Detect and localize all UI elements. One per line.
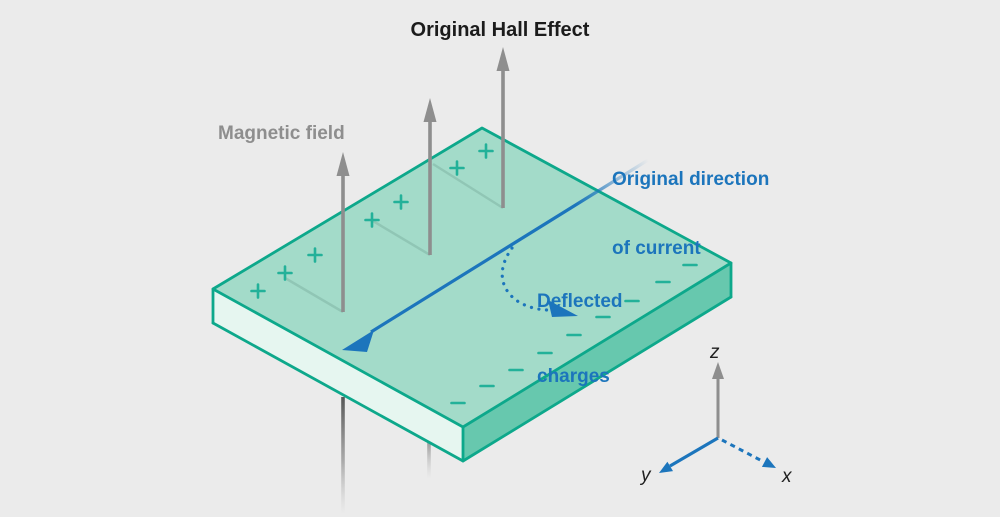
deflected-charges-label-line2: charges <box>537 366 610 387</box>
field-arrow <box>423 98 437 255</box>
positive-charges <box>250 143 494 299</box>
magnetic-field-arrows <box>336 47 510 312</box>
x-axis-label: x <box>782 466 792 487</box>
slab-top-face <box>213 128 731 427</box>
arrow-down-left-icon <box>659 461 673 473</box>
arrow-down-left-icon <box>342 330 374 352</box>
arrow-up-icon <box>423 98 437 122</box>
deflection-arrow <box>500 246 578 317</box>
arrow-shadow <box>372 219 431 257</box>
arrow-right-icon <box>548 300 578 317</box>
arrow-shadow <box>432 162 504 210</box>
slab-front-right-face <box>463 263 731 461</box>
magnetic-field-label: Magnetic field <box>218 123 345 144</box>
plus-icon <box>307 247 323 263</box>
arrow-up-icon <box>336 152 350 176</box>
plus-icon <box>449 160 465 176</box>
arrow-up-icon <box>712 362 724 379</box>
deflected-charges-label: Deflected charges <box>537 239 623 439</box>
arrow-up-icon <box>496 47 510 71</box>
coordinate-axes <box>659 362 776 473</box>
plus-icon <box>364 212 380 228</box>
arrow-down-right-icon <box>761 457 776 468</box>
arrow-shadow <box>284 276 344 314</box>
diagram-title: Original Hall Effect <box>410 19 590 41</box>
current-direction-label: Original direction of current <box>612 122 769 306</box>
plus-icon <box>250 283 266 299</box>
z-axis-label: z <box>710 342 720 363</box>
plus-icon <box>277 265 293 281</box>
y-axis <box>659 436 719 473</box>
negative-charges <box>450 263 698 405</box>
field-arrow <box>336 152 350 312</box>
current-direction-label-line2: of current <box>612 238 701 259</box>
slab-vertical-edges <box>211 261 733 463</box>
arrow-shadows <box>284 162 504 314</box>
x-axis <box>721 438 776 468</box>
deflected-charges-label-line1: Deflected <box>537 291 623 312</box>
current-direction-arrow <box>342 158 649 352</box>
plus-icon <box>478 143 494 159</box>
current-direction-label-line1: Original direction <box>612 169 770 190</box>
field-arrow <box>496 47 510 208</box>
conductor-slab <box>211 126 733 463</box>
y-axis-label: y <box>641 465 651 486</box>
z-axis <box>712 362 724 438</box>
magnetic-field-arrow-tails <box>341 397 431 514</box>
slab-front-left-face <box>213 289 463 461</box>
plus-icon <box>393 194 409 210</box>
